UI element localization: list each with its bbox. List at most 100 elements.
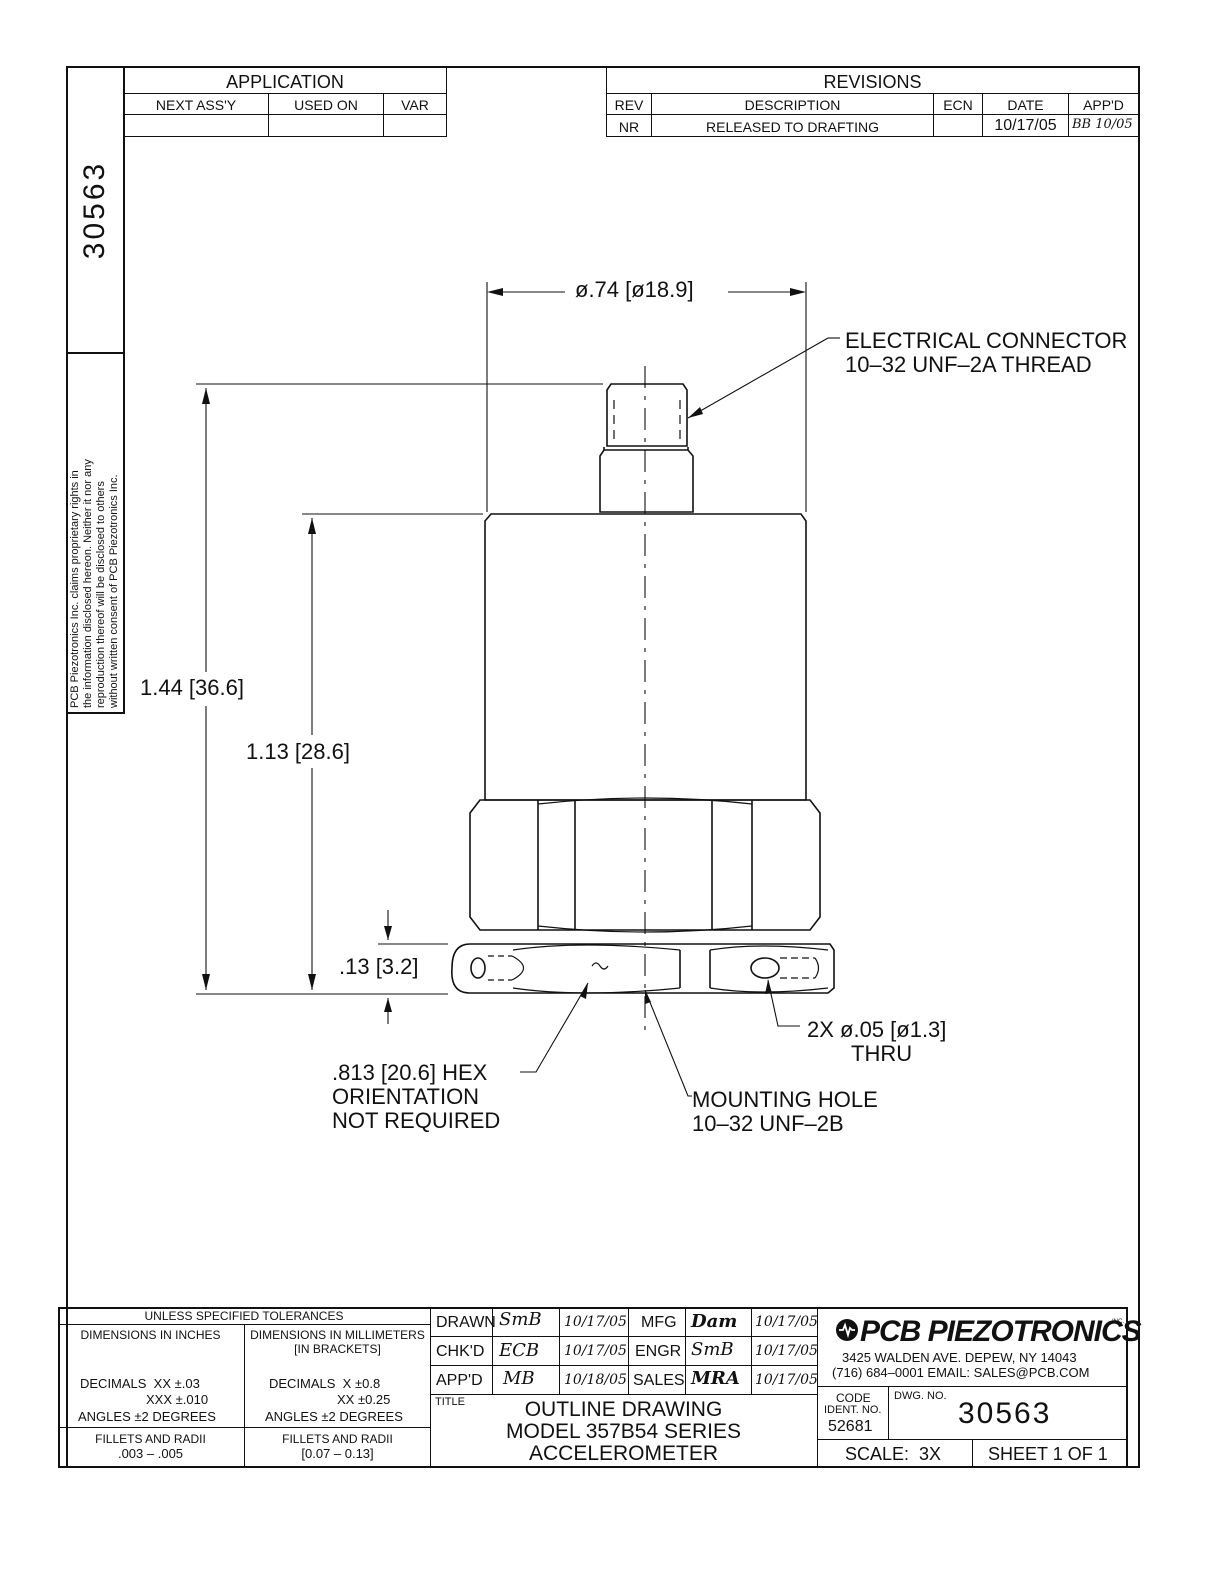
company-block: PCB PIEZOTRONICS INC. 3425 WALDEN AVE. D…: [818, 1307, 1142, 1387]
inches-fillets-cell: FILLETS AND RADII .003 – .005: [58, 1427, 245, 1468]
chkd-date: 10/17/05: [559, 1336, 629, 1366]
tolerances-section: UNLESS SPECIFIED TOLERANCES DIMENSIONS I…: [58, 1307, 431, 1468]
right-thru-hole: [750, 957, 780, 979]
inches-fillets: FILLETS AND RADII: [95, 1432, 206, 1446]
application-table: APPLICATION NEXT ASS'Y USED ON VAR: [123, 68, 447, 138]
inches-decimals-2: XXX ±.010: [146, 1392, 209, 1407]
ident-number: 52681: [828, 1418, 873, 1435]
mfg-label-text: MFG: [641, 1314, 677, 1331]
company-address: 3425 WALDEN AVE. DEPEW, NY 14043: [842, 1350, 1077, 1365]
sales-date-text: 10/17/05: [755, 1372, 818, 1388]
hex-callout: .813 [20.6] HEX ORIENTATION NOT REQUIRED: [332, 1061, 500, 1133]
mm-header-2: [IN BRACKETS]: [294, 1342, 381, 1356]
title-line-2: MODEL 357B54 SERIES: [506, 1420, 741, 1443]
mfg-signature: Dam: [685, 1307, 752, 1337]
dwg-no-label: DWG. NO.: [894, 1390, 947, 1402]
drawn-signature-text: SmB: [499, 1309, 542, 1330]
drawn-date: 10/17/05: [559, 1307, 629, 1337]
company-inc: INC.: [1112, 1319, 1124, 1325]
revisions-title-text: REVISIONS: [823, 72, 922, 92]
signoff-grid: DRAWN SmB 10/17/05 MFG Dam 10/17/05 CHK'…: [430, 1307, 818, 1395]
title-label: TITLE: [435, 1396, 465, 1408]
holes-callout-line: 2X ø.05 [ø1.3]: [807, 1017, 947, 1042]
mm-fillets-cell: FILLETS AND RADII [0.07 – 0.13]: [244, 1427, 431, 1468]
sales-label-text: SALES: [633, 1372, 685, 1389]
hex-callout-line: ORIENTATION: [332, 1084, 480, 1109]
chkd-signature: ECB: [492, 1336, 560, 1366]
proprietary-notice-box: [66, 352, 125, 714]
mm-fillets: FILLETS AND RADII: [282, 1432, 393, 1446]
mounting-callout-line: MOUNTING HOLE: [692, 1087, 878, 1112]
left-margin-divider: [123, 66, 125, 354]
chkd-date-text: 10/17/05: [564, 1343, 627, 1359]
code-label: CODE: [836, 1391, 871, 1405]
connector-neck: [599, 449, 694, 513]
drawn-label-text: DRAWN: [436, 1314, 496, 1331]
title-field: TITLE OUTLINE DRAWING MODEL 357B54 SERIE…: [430, 1394, 818, 1468]
revisions-approval-signature: BB 10/05: [1072, 117, 1133, 132]
mounting-callout-line: 10–32 UNF–2B: [692, 1111, 844, 1136]
mounting-base: [451, 943, 835, 994]
company-contact: (716) 684–0001 EMAIL: SALES@PCB.COM: [832, 1365, 1090, 1380]
scale-value: SCALE: 3X: [845, 1444, 942, 1464]
engr-signature: SmB: [685, 1336, 752, 1366]
code-ident-cell: CODE IDENT. NO. 52681: [817, 1386, 889, 1440]
mm-decimals: DECIMALS X ±0.8: [269, 1376, 381, 1391]
mfg-date-text: 10/17/05: [755, 1314, 818, 1330]
holes-callout: 2X ø.05 [ø1.3] THRU: [807, 1018, 946, 1066]
connector-callout: ELECTRICAL CONNECTOR 10–32 UNF–2A THREAD: [845, 329, 1127, 377]
sales-signature-text: MRA: [691, 1368, 740, 1389]
tolerances-title: UNLESS SPECIFIED TOLERANCES: [58, 1307, 431, 1325]
title-block: [58, 1307, 1128, 1468]
left-thru-hole: [470, 957, 486, 979]
inches-header: DIMENSIONS IN INCHES: [80, 1328, 221, 1342]
dwg-no-value: 30563: [958, 1397, 1052, 1430]
drawn-label: DRAWN: [430, 1307, 496, 1337]
application-title-text: APPLICATION: [226, 72, 344, 92]
tolerances-mm: DIMENSIONS IN MILLIMETERS [IN BRACKETS] …: [244, 1324, 431, 1428]
tolerances-inches: DIMENSIONS IN INCHES DECIMALS XX ±.03 XX…: [58, 1324, 245, 1428]
diameter-dimension: ø.74 [ø18.9]: [575, 277, 694, 302]
ident-label: IDENT. NO.: [824, 1404, 882, 1416]
mm-decimals-2: XX ±0.25: [337, 1392, 391, 1407]
mm-fillets-value: [0.07 – 0.13]: [301, 1446, 374, 1461]
chkd-label-text: CHK'D: [436, 1343, 485, 1360]
inches-angles: ANGLES ±2 DEGREES: [78, 1409, 216, 1424]
engr-label-text: ENGR: [635, 1343, 682, 1360]
engr-signature-text: SmB: [691, 1339, 734, 1360]
chkd-signature-text: ECB: [499, 1340, 540, 1361]
engr-label: ENGR: [628, 1336, 686, 1366]
connector-callout-line: ELECTRICAL CONNECTOR: [845, 328, 1128, 353]
sales-date: 10/17/05: [751, 1365, 818, 1395]
scale-cell: SCALE: 3X: [817, 1439, 973, 1468]
appd-signature: MB: [492, 1365, 560, 1395]
chkd-label: CHK'D: [430, 1336, 493, 1366]
appd-date: 10/18/05: [559, 1365, 629, 1395]
engr-date-text: 10/17/05: [755, 1343, 818, 1359]
mfg-signature-text: Dam: [691, 1311, 738, 1332]
mm-angles: ANGLES ±2 DEGREES: [265, 1409, 403, 1424]
pcb-logo-mark: [839, 1322, 855, 1339]
mm-header: DIMENSIONS IN MILLIMETERS: [250, 1328, 425, 1342]
appd-label: APP'D: [430, 1365, 493, 1395]
appd-date-text: 10/18/05: [564, 1372, 627, 1388]
mounting-callout: MOUNTING HOLE 10–32 UNF–2B: [692, 1088, 878, 1136]
sheet-cell: SHEET 1 OF 1: [972, 1439, 1128, 1468]
overall-height-dimension: 1.44 [36.6]: [140, 675, 244, 700]
appd-signature-text: MB: [503, 1368, 535, 1389]
revisions-table: REVISIONS REV DESCRIPTION ECN DATE APP'D…: [606, 68, 1138, 138]
engr-date: 10/17/05: [751, 1336, 818, 1366]
revisions-row-appd: BB 10/05: [1068, 114, 1138, 137]
drawn-signature: SmB: [492, 1307, 560, 1337]
application-cell: [383, 114, 447, 137]
body-height-dimension: 1.13 [28.6]: [246, 739, 350, 764]
dwg-no-cell: DWG. NO. 30563: [888, 1386, 1128, 1440]
connector-thread: [606, 383, 688, 447]
pcb-logo-icon: [836, 1319, 858, 1341]
hex-callout-line: .813 [20.6] HEX: [332, 1060, 488, 1085]
mfg-label: MFG: [628, 1307, 686, 1337]
title-line-1: OUTLINE DRAWING: [524, 1398, 723, 1421]
sales-signature: MRA: [685, 1365, 752, 1395]
sheet-value: SHEET 1 OF 1: [988, 1444, 1108, 1464]
